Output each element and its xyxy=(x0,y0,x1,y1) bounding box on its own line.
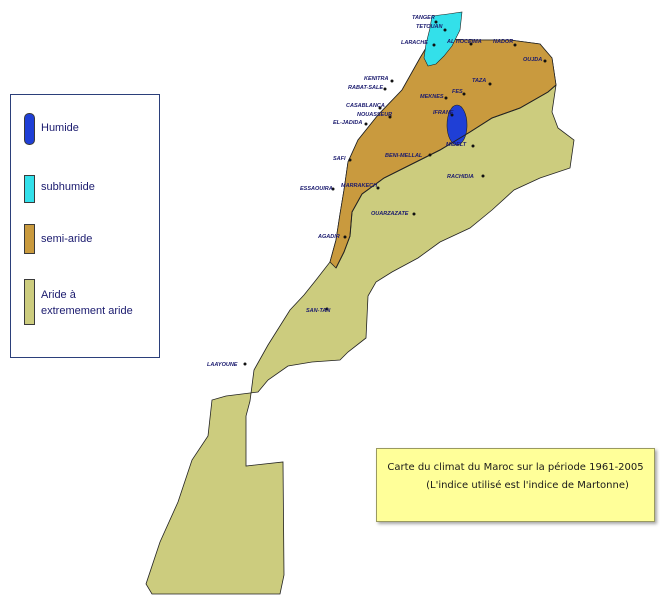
svg-text:MIDELT: MIDELT xyxy=(446,142,467,148)
city-ifrane: IFRANE xyxy=(433,110,454,117)
city-marrakech: MARRAKECH xyxy=(341,183,380,190)
legend-item-subhumide: subhumide xyxy=(11,171,161,231)
city-fes: FES xyxy=(452,89,466,96)
caption-subtitle: (L'indice utilisé est l'indice de Marton… xyxy=(426,480,629,491)
svg-text:OUJDA: OUJDA xyxy=(523,57,542,63)
svg-text:BENI-MELLAL: BENI-MELLAL xyxy=(385,153,423,159)
svg-text:RACHIDIA: RACHIDIA xyxy=(447,174,474,180)
city-tanger: TANGER xyxy=(412,15,438,24)
legend-item-semi-aride: semi-aride xyxy=(11,220,161,280)
legend-swatch-semi-aride xyxy=(24,224,35,254)
zone-boundary-line xyxy=(335,84,557,269)
city-san-tan: SAN-TAN xyxy=(306,307,331,314)
city-al-hoceima: AL HOCEIMA xyxy=(446,39,482,46)
svg-text:SAFI: SAFI xyxy=(333,156,346,162)
map-legend: Humide subhumide semi-aride Aride à extr… xyxy=(10,94,160,358)
city-agadir: AGADIR xyxy=(317,234,347,240)
legend-swatch-aride xyxy=(24,279,35,325)
svg-text:AL HOCEIMA: AL HOCEIMA xyxy=(446,39,482,45)
svg-text:NOUASSEUR: NOUASSEUR xyxy=(357,112,392,118)
svg-text:NADOR: NADOR xyxy=(493,39,513,45)
city-safi: SAFI xyxy=(333,156,352,162)
svg-text:RABAT-SALE: RABAT-SALE xyxy=(348,85,383,91)
svg-text:IFRANE: IFRANE xyxy=(433,110,454,116)
legend-swatch-humide xyxy=(24,113,35,145)
svg-text:KENITRA: KENITRA xyxy=(364,76,388,82)
caption-title: Carte du climat du Maroc sur la période … xyxy=(387,462,644,473)
map-caption: Carte du climat du Maroc sur la période … xyxy=(376,448,655,522)
svg-text:TANGER: TANGER xyxy=(412,15,435,21)
city-markers: TANGER TETOUAN LARACHE AL HOCEIMA NADOR … xyxy=(207,15,547,368)
city-tetouan: TETOUAN xyxy=(416,24,447,32)
legend-label-aride-line1: Aride à xyxy=(41,289,76,301)
svg-text:EL-JADIDA: EL-JADIDA xyxy=(333,120,362,126)
svg-text:FES: FES xyxy=(452,89,463,95)
city-larache: LARACHE xyxy=(401,40,436,47)
svg-text:MARRAKECH: MARRAKECH xyxy=(341,183,378,189)
legend-label-humide: Humide xyxy=(41,122,79,134)
city-rabat-sale: RABAT-SALE xyxy=(348,85,387,91)
svg-text:CASABLANCA: CASABLANCA xyxy=(346,103,385,109)
svg-text:LAAYOUNE: LAAYOUNE xyxy=(207,362,238,368)
legend-label-aride-line2: extremement aride xyxy=(41,305,133,317)
city-oujda: OUJDA xyxy=(523,57,547,63)
city-beni-mellal: BENI-MELLAL xyxy=(385,153,432,159)
city-meknes: MEKNES xyxy=(420,94,448,100)
city-essaouira: ESSAOUIRA xyxy=(300,186,335,192)
city-kenitra: KENITRA xyxy=(364,76,394,83)
city-nador: NADOR xyxy=(493,39,517,47)
city-casablanca: CASABLANCA xyxy=(346,103,385,110)
city-taza: TAZA xyxy=(472,78,492,86)
legend-label-subhumide: subhumide xyxy=(41,181,95,193)
city-ouarzazate: OUARZAZATE xyxy=(371,211,416,217)
legend-item-aride: Aride à extremement aride xyxy=(11,275,161,335)
zone-subhumide xyxy=(423,11,463,67)
svg-text:SAN-TAN: SAN-TAN xyxy=(306,308,331,314)
svg-text:ESSAOUIRA: ESSAOUIRA xyxy=(300,186,333,192)
svg-text:TETOUAN: TETOUAN xyxy=(416,24,444,30)
city-rachidia: RACHIDIA xyxy=(447,174,485,180)
city-nouasseur: NOUASSEUR xyxy=(357,112,392,119)
city-el-jadida: EL-JADIDA xyxy=(333,120,368,126)
svg-text:MEKNES: MEKNES xyxy=(420,94,444,100)
svg-text:LARACHE: LARACHE xyxy=(401,40,428,46)
legend-item-humide: Humide xyxy=(11,109,161,169)
svg-text:AGADIR: AGADIR xyxy=(317,234,340,240)
svg-text:OUARZAZATE: OUARZAZATE xyxy=(371,211,409,217)
legend-label-semi-aride: semi-aride xyxy=(41,233,93,245)
legend-swatch-subhumide xyxy=(24,175,35,203)
city-midelt: MIDELT xyxy=(446,142,475,148)
svg-text:TAZA: TAZA xyxy=(472,78,486,84)
city-laayoune: LAAYOUNE xyxy=(207,362,247,368)
